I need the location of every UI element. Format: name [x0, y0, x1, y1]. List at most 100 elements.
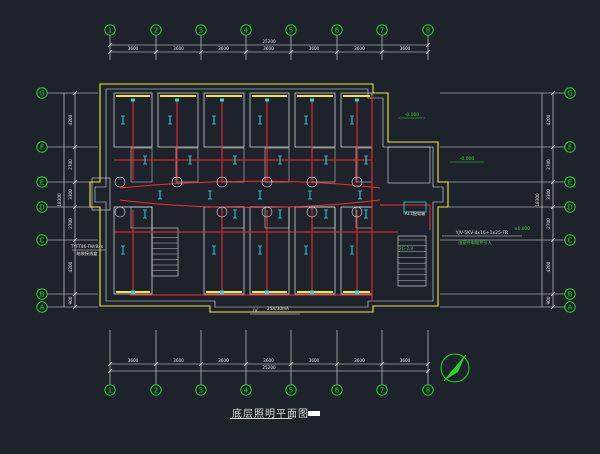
switch-icon	[310, 98, 314, 102]
dim-tick	[72, 291, 78, 297]
wire-curve-bottom	[119, 199, 381, 208]
dim-tick	[425, 49, 431, 55]
dim-text: 4200	[546, 114, 551, 125]
dim-tick	[550, 304, 556, 310]
door-arc	[351, 206, 363, 218]
axis-label: G	[39, 90, 44, 98]
dim-text: 4200	[68, 261, 73, 272]
dim-text: 3600	[400, 358, 411, 363]
dim-text: 3600	[218, 358, 229, 363]
door-arc	[306, 206, 318, 218]
wire-curve-top	[119, 180, 381, 189]
dim-tick	[334, 49, 340, 55]
axis-label: D	[567, 204, 572, 212]
axis-label: B	[568, 291, 573, 299]
axis-bubble	[36, 201, 48, 213]
left-note-1: TYFT86-TW/8xx	[70, 244, 104, 249]
dim-text: 3600	[354, 358, 365, 363]
dim-text: 4200	[68, 114, 73, 125]
panel-note: AL1配电箱	[405, 210, 425, 217]
dim-text: 3600	[173, 358, 184, 363]
walls	[89, 83, 449, 313]
dim-text: 3600	[309, 358, 320, 363]
axis-label: 5	[289, 387, 293, 395]
dim-total: 18300	[535, 193, 540, 207]
dim-tick	[107, 368, 113, 374]
axis-label: 1	[108, 27, 112, 35]
switch-icon	[355, 290, 359, 294]
axis-label: 6	[335, 27, 340, 35]
door-arc	[261, 176, 273, 188]
axis-bubble	[285, 384, 297, 396]
room-bottom-2	[203, 206, 245, 295]
wc-top-1	[130, 147, 153, 183]
axis-label: E	[40, 179, 44, 187]
dim-tick	[72, 179, 78, 185]
axis-label: 1	[108, 387, 112, 395]
dim-tick	[153, 361, 159, 367]
dim-text: 3600	[173, 46, 184, 51]
switch-icon	[131, 98, 135, 102]
dim-tick	[72, 90, 78, 96]
axis-label: 8	[426, 387, 430, 395]
dim-tick	[107, 49, 113, 55]
switch-icon	[175, 98, 179, 102]
dim-text: 3300	[546, 189, 551, 200]
window	[297, 291, 333, 293]
room-top-2	[157, 92, 199, 148]
axis-bubble	[376, 24, 388, 36]
switch-icon	[265, 98, 269, 102]
light-fixtures	[114, 98, 427, 294]
north-arrow	[440, 353, 470, 383]
stair-left	[151, 227, 179, 277]
dim-text: 2700	[546, 159, 551, 170]
axis-bubble	[285, 24, 297, 36]
dim-tick	[550, 179, 556, 185]
dim-text: 900	[546, 296, 551, 304]
axis-bubble	[376, 384, 388, 396]
riser-note: 2G-2.8	[399, 246, 413, 251]
level-mid: ±0.000	[514, 226, 530, 231]
left-note-2: 暗装接线盒	[77, 250, 99, 257]
axis-label: F	[40, 144, 44, 152]
dim-tick	[425, 361, 431, 367]
dim-text: 3600	[218, 46, 229, 51]
room-top-5	[294, 92, 336, 148]
dim-text: 3300	[68, 189, 73, 200]
annotations: -0.000-0.000AL1配电箱YJV-5KV-4x16+1x25-FR由室…	[70, 112, 530, 315]
wc-top-2	[175, 147, 199, 183]
distribution-panel-icon	[403, 201, 427, 213]
dim-tick	[72, 144, 78, 150]
door-arc	[306, 176, 318, 188]
dim-tick	[425, 368, 431, 374]
dim-tick	[379, 361, 385, 367]
dim-tick	[198, 49, 204, 55]
dim-tick	[198, 361, 204, 367]
dim-text: 4200	[546, 261, 551, 272]
axis-bubble	[104, 24, 116, 36]
dim-text: 900	[68, 296, 73, 304]
dim-text: 2700	[68, 218, 73, 229]
axis-label: 5	[289, 27, 293, 35]
wiring	[114, 96, 431, 300]
dim-tick	[334, 361, 340, 367]
dim-total: 18300	[57, 193, 62, 207]
outer-wall	[89, 83, 449, 313]
axis-bubble	[331, 24, 343, 36]
window	[252, 291, 287, 293]
axis-bubble	[36, 301, 48, 313]
axis-label: B	[40, 291, 45, 299]
switch-icon	[265, 290, 269, 294]
room-top-3	[203, 92, 245, 148]
axis-bubble	[422, 384, 434, 396]
axis-bubble	[36, 176, 48, 188]
title-underline	[230, 418, 292, 419]
dim-text: 3600	[128, 46, 139, 51]
axis-label: 3	[199, 27, 203, 35]
axis-label: G	[567, 90, 572, 98]
axis-bubble	[195, 384, 207, 396]
axis-bubble	[195, 24, 207, 36]
